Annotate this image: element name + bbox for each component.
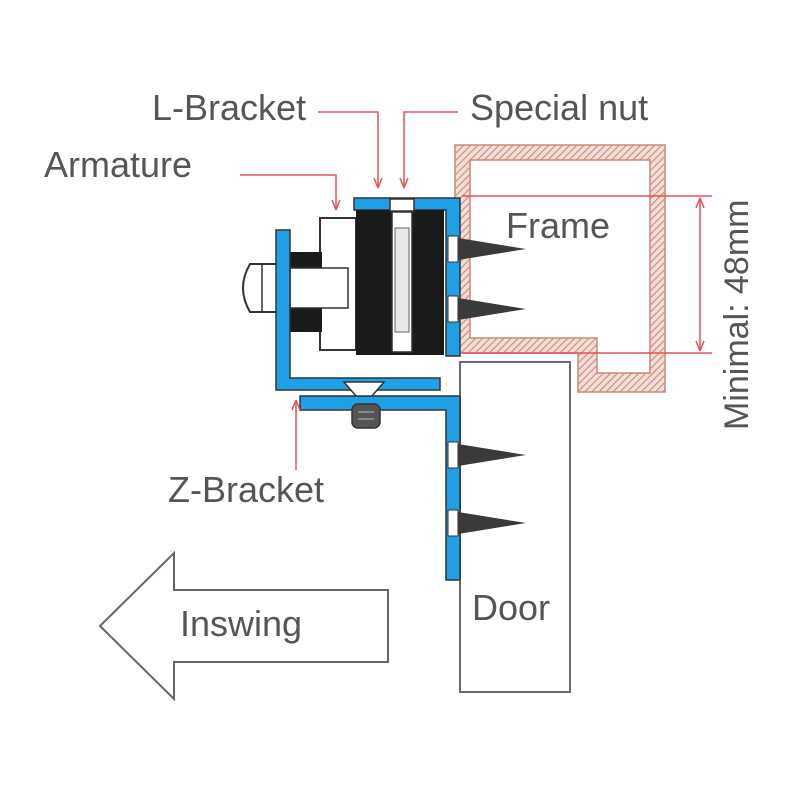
label-special-nut: Special nut [470, 87, 648, 128]
label-inswing: Inswing [180, 603, 302, 644]
dimension-indicator [462, 195, 712, 354]
label-l-bracket: L-Bracket [152, 87, 306, 128]
label-z-bracket: Z-Bracket [168, 469, 324, 510]
z-bracket [275, 229, 441, 391]
door-frame [454, 144, 666, 393]
armature [242, 217, 357, 351]
door-screw-upper [447, 441, 526, 469]
label-minimal: Minimal: 48mm [718, 200, 756, 430]
label-frame: Frame [506, 205, 610, 246]
frame-screw-lower [447, 295, 526, 323]
label-door: Door [472, 587, 550, 628]
armature-screw [342, 381, 386, 429]
inswing-arrow [98, 550, 389, 702]
leader-lines [240, 111, 458, 470]
electromagnet [356, 210, 444, 355]
label-armature: Armature [44, 144, 192, 185]
special-nut [389, 198, 415, 212]
frame-screw-upper [447, 235, 526, 263]
door-screw-lower [447, 509, 526, 537]
l-bracket [353, 197, 461, 357]
